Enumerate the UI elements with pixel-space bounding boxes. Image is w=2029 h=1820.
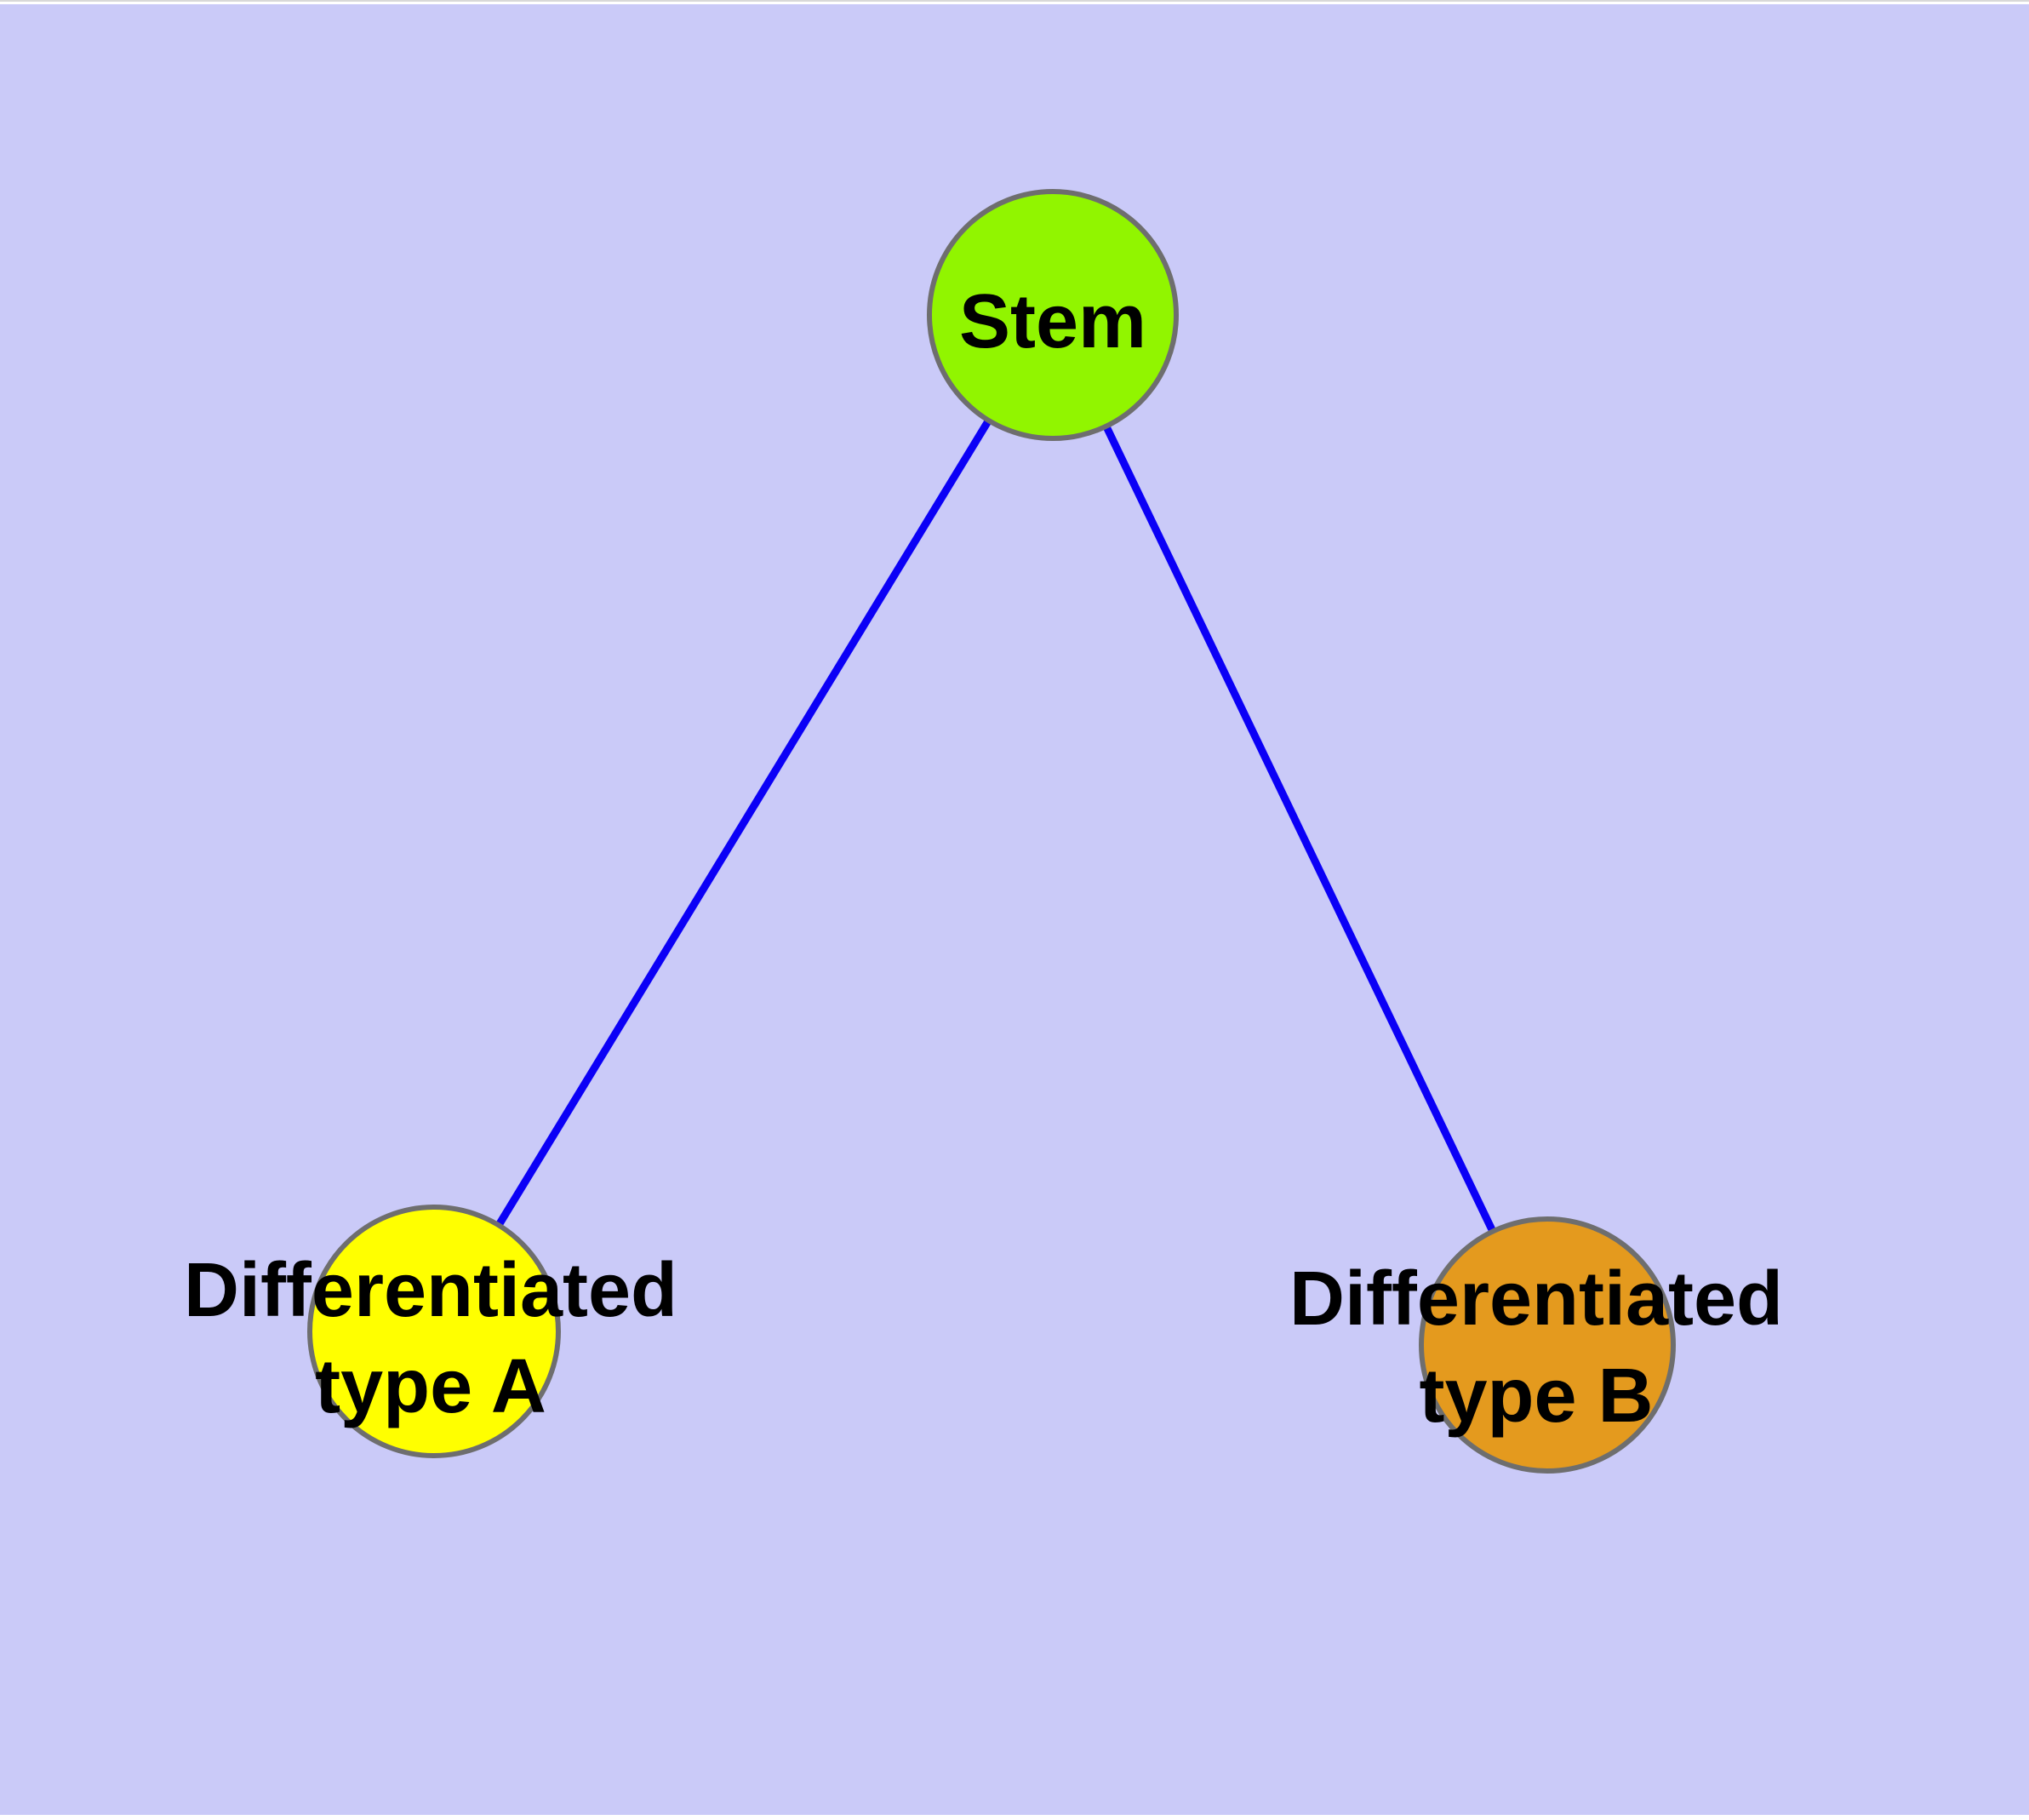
stem-node-label: Stem	[959, 279, 1146, 364]
type-b-node-label-line1: Differentiated	[1289, 1256, 1783, 1342]
type-a-node-label-line2: type A	[315, 1344, 546, 1429]
edge-stem-to-type-a	[431, 312, 1056, 1334]
type-a-node-label-line1: Differentiated	[184, 1248, 677, 1333]
type-b-node-circle	[1419, 1216, 1676, 1474]
node-differentiated-type-a: Differentiated type A	[184, 1205, 677, 1458]
node-differentiated-type-b: Differentiated type B	[1289, 1216, 1783, 1474]
node-stem: Stem	[927, 189, 1179, 441]
type-b-node-label-line2: type B	[1419, 1354, 1653, 1439]
type-a-node-circle	[307, 1205, 561, 1458]
edge-stem-to-type-b	[1049, 313, 1552, 1347]
top-hairline	[0, 0, 2029, 2]
stem-node-circle	[927, 189, 1179, 441]
